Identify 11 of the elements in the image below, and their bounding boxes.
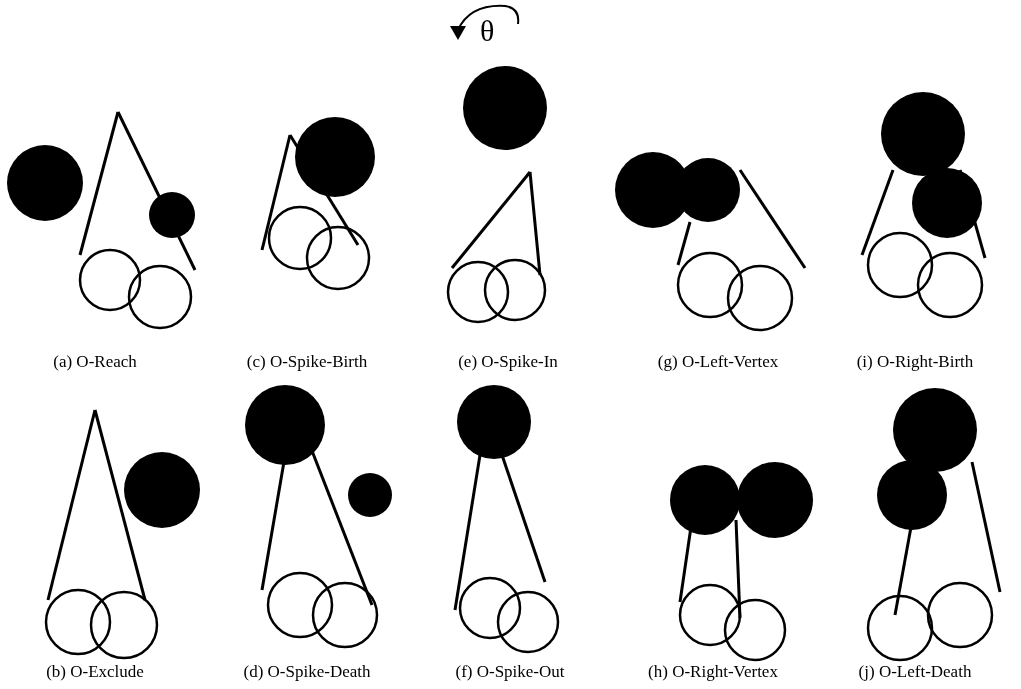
panel-caption: (j) O-Left-Death bbox=[858, 662, 972, 682]
angle-symbol: θ bbox=[480, 14, 495, 48]
panel-caption: (e) O-Spike-In bbox=[458, 352, 558, 372]
panel-caption: (b) O-Exclude bbox=[46, 662, 144, 682]
panel-caption: (a) O-Reach bbox=[53, 352, 137, 372]
panel-caption: (g) O-Left-Vertex bbox=[657, 352, 779, 372]
panel-caption: (f) O-Spike-Out bbox=[455, 662, 565, 682]
panel-caption: (d) O-Spike-Death bbox=[243, 662, 371, 682]
panel-caption: (h) O-Right-Vertex bbox=[648, 662, 778, 682]
panel-caption: (i) O-Right-Birth bbox=[856, 352, 974, 372]
panel-caption: (c) O-Spike-Birth bbox=[246, 352, 368, 372]
